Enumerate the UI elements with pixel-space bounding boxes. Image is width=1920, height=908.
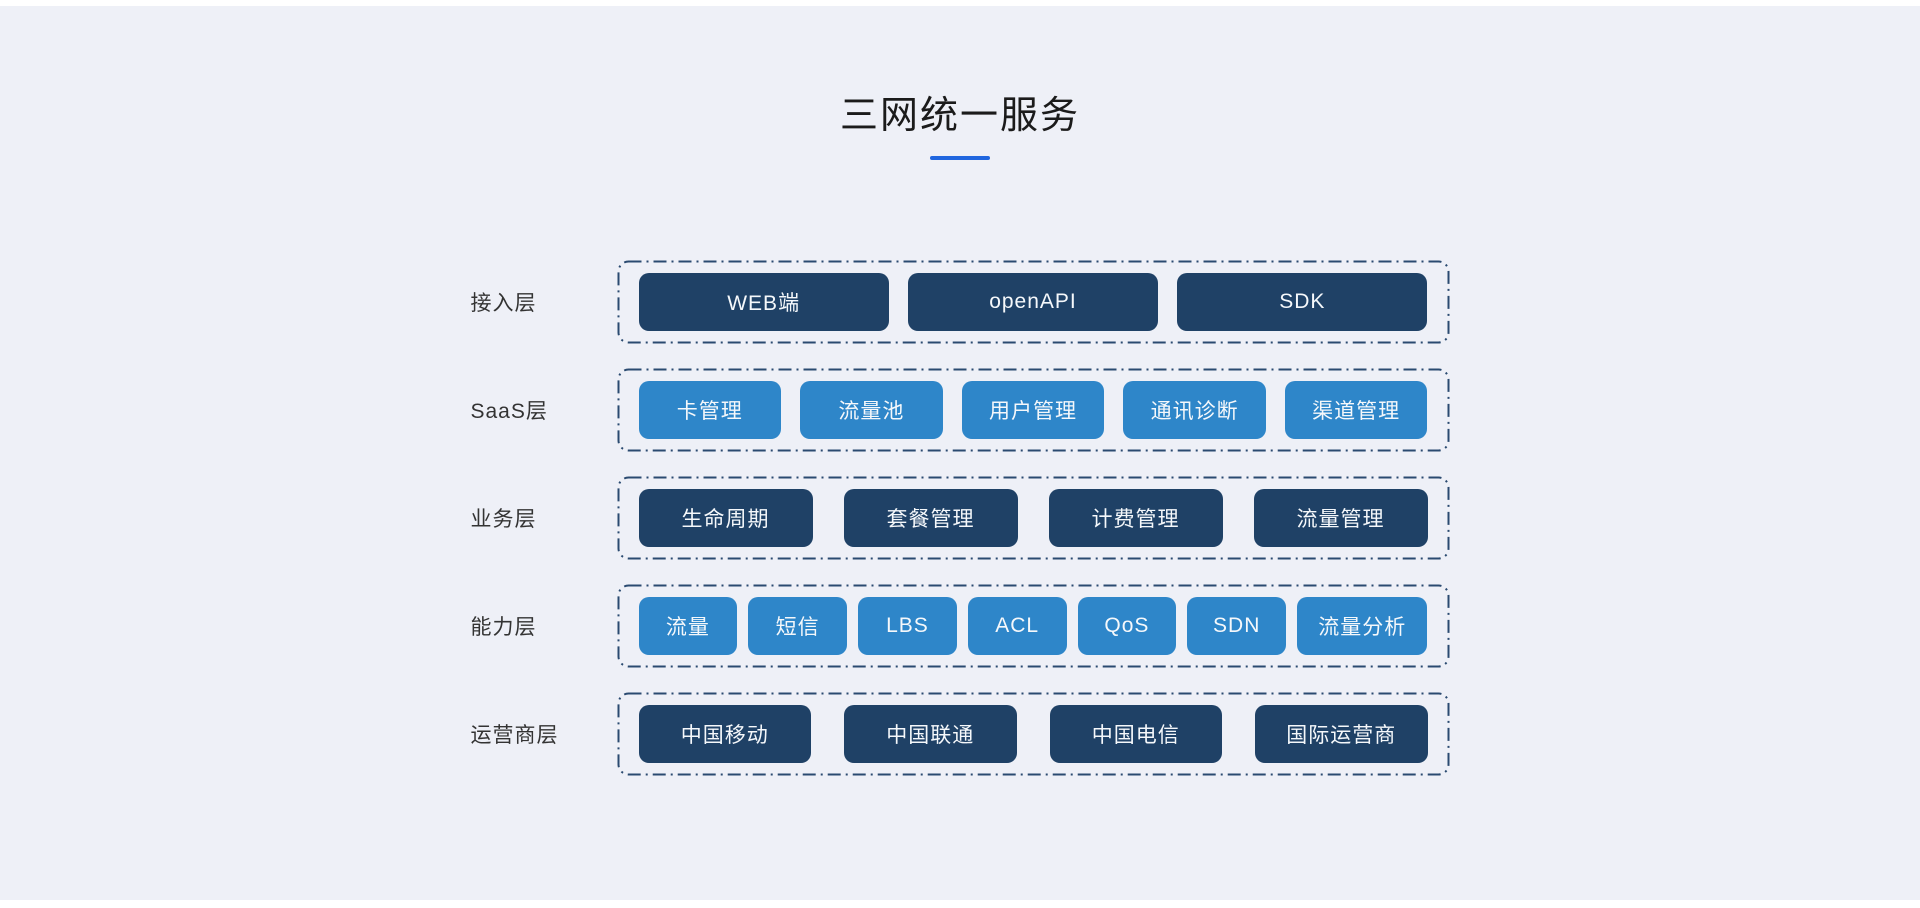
- diagram-block: 中国移动: [638, 705, 811, 764]
- diagram-block: 中国电信: [1049, 705, 1222, 764]
- diagram-block: 流量分析: [1297, 597, 1428, 656]
- architecture-diagram: 接入层 WEB端 openAPI SDK SaaS层 卡管理 流量池 用户管理 …: [471, 260, 1450, 776]
- layer-row-saas: SaaS层 卡管理 流量池 用户管理 通讯诊断 渠道管理: [471, 368, 1450, 452]
- layer-label: 能力层: [470, 616, 537, 640]
- diagram-block: 生命周期: [638, 489, 813, 548]
- diagram-block: 国际运营商: [1255, 705, 1428, 764]
- diagram-block: SDN: [1187, 597, 1287, 656]
- layer-container: 中国移动 中国联通 中国电信 国际运营商: [617, 692, 1450, 776]
- title-underline: [930, 156, 990, 161]
- diagram-block: 通讯诊断: [1123, 381, 1266, 440]
- diagram-block: 计费管理: [1048, 489, 1223, 548]
- layer-container: 生命周期 套餐管理 计费管理 流量管理: [617, 476, 1450, 560]
- diagram-block: 渠道管理: [1284, 381, 1428, 440]
- layer-label: 接入层: [470, 292, 537, 316]
- layer-container: 卡管理 流量池 用户管理 通讯诊断 渠道管理: [617, 368, 1450, 452]
- layer-row-business: 业务层 生命周期 套餐管理 计费管理 流量管理: [471, 476, 1450, 560]
- diagram-block: 流量: [638, 597, 738, 656]
- diagram-block: 短信: [748, 597, 848, 656]
- diagram-block: 流量管理: [1253, 489, 1428, 548]
- layer-container: 流量 短信 LBS ACL QoS SDN 流量分析: [617, 584, 1450, 668]
- layer-label: SaaS层: [470, 400, 548, 424]
- diagram-block: 卡管理: [638, 381, 782, 440]
- diagram-block: 流量池: [800, 381, 943, 440]
- diagram-block: ACL: [967, 597, 1067, 656]
- layer-label: 业务层: [470, 508, 537, 532]
- layer-row-access: 接入层 WEB端 openAPI SDK: [471, 260, 1450, 344]
- diagram-block: LBS: [858, 597, 957, 656]
- page-canvas: 三网统一服务 接入层 WEB端 openAPI SDK SaaS层 卡管理 流量…: [0, 6, 1920, 900]
- diagram-block: openAPI: [907, 273, 1159, 332]
- page-title: 三网统一服务: [839, 95, 1080, 137]
- diagram-block: QoS: [1077, 597, 1177, 656]
- layer-container: WEB端 openAPI SDK: [617, 260, 1450, 344]
- diagram-block: 用户管理: [961, 381, 1105, 440]
- diagram-block: 中国联通: [844, 705, 1017, 764]
- diagram-block: WEB端: [638, 273, 889, 332]
- diagram-block: 套餐管理: [843, 489, 1018, 548]
- layer-label: 运营商层: [470, 724, 559, 748]
- layer-row-capability: 能力层 流量 短信 LBS ACL QoS SDN 流量分析: [471, 584, 1450, 668]
- diagram-block: SDK: [1177, 273, 1428, 332]
- layer-row-operator: 运营商层 中国移动 中国联通 中国电信 国际运营商: [471, 692, 1450, 776]
